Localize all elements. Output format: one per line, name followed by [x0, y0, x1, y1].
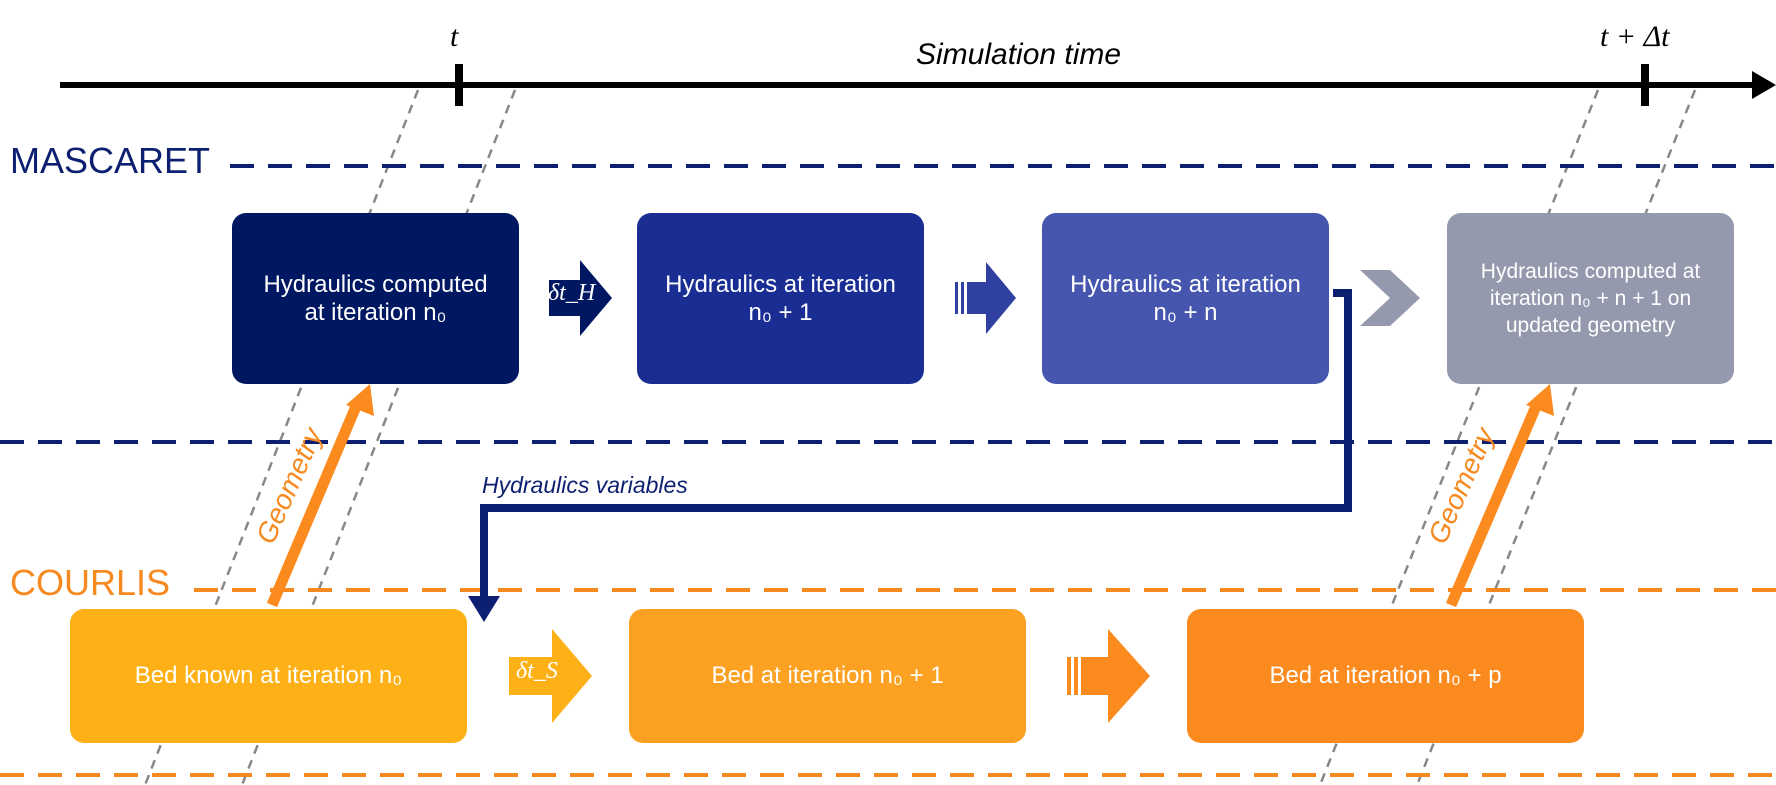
bed-box-iteration-n0: Bed known at iteration n₀	[70, 609, 467, 743]
mascaret-separators	[0, 164, 1776, 444]
bed-box-iteration-n0-plus-p: Bed at iteration n₀ + p	[1187, 609, 1584, 743]
hydraulics-box-iteration-n0-plus-n: Hydraulics at iteration n₀ + n	[1042, 213, 1329, 384]
hydraulics-box-iteration-n0-plus-1: Hydraulics at iteration n₀ + 1	[637, 213, 924, 384]
hydraulics-variables-connector	[468, 289, 1352, 622]
time-t-plus-dt-label: t + Δt	[1600, 20, 1670, 53]
hydraulics-variables-label: Hydraulics variables	[482, 472, 688, 498]
hydraulics-box-iteration-n0: Hydraulics computed at iteration n₀	[232, 213, 519, 384]
step-arrow-delta-t-h	[549, 260, 612, 336]
courlis-section-label: COURLIS	[10, 562, 171, 603]
delta-t-s-label: δt_S	[516, 658, 558, 684]
time-t-label: t	[450, 20, 459, 53]
mascaret-section-label: MASCARET	[10, 140, 211, 181]
geometry-arrow-2	[1445, 384, 1554, 608]
delta-t-h-label: δt_H	[548, 280, 596, 306]
step-arrow-hydraulics-2	[955, 262, 1016, 334]
geometry-arrow-1	[266, 384, 374, 608]
step-arrow-delta-t-s	[509, 629, 592, 723]
timeline-axis	[60, 64, 1776, 106]
courlis-separators	[0, 588, 1776, 777]
hydraulics-box-updated-geometry: Hydraulics computed at iteration n₀ + n …	[1447, 213, 1734, 384]
simulation-time-title: Simulation time	[916, 38, 1122, 71]
step-arrow-bed-2	[1067, 629, 1150, 723]
time-guide-lines	[143, 89, 1697, 785]
bed-box-iteration-n0-plus-1: Bed at iteration n₀ + 1	[629, 609, 1026, 743]
chevron-arrow-hydraulics-3	[1360, 270, 1420, 326]
